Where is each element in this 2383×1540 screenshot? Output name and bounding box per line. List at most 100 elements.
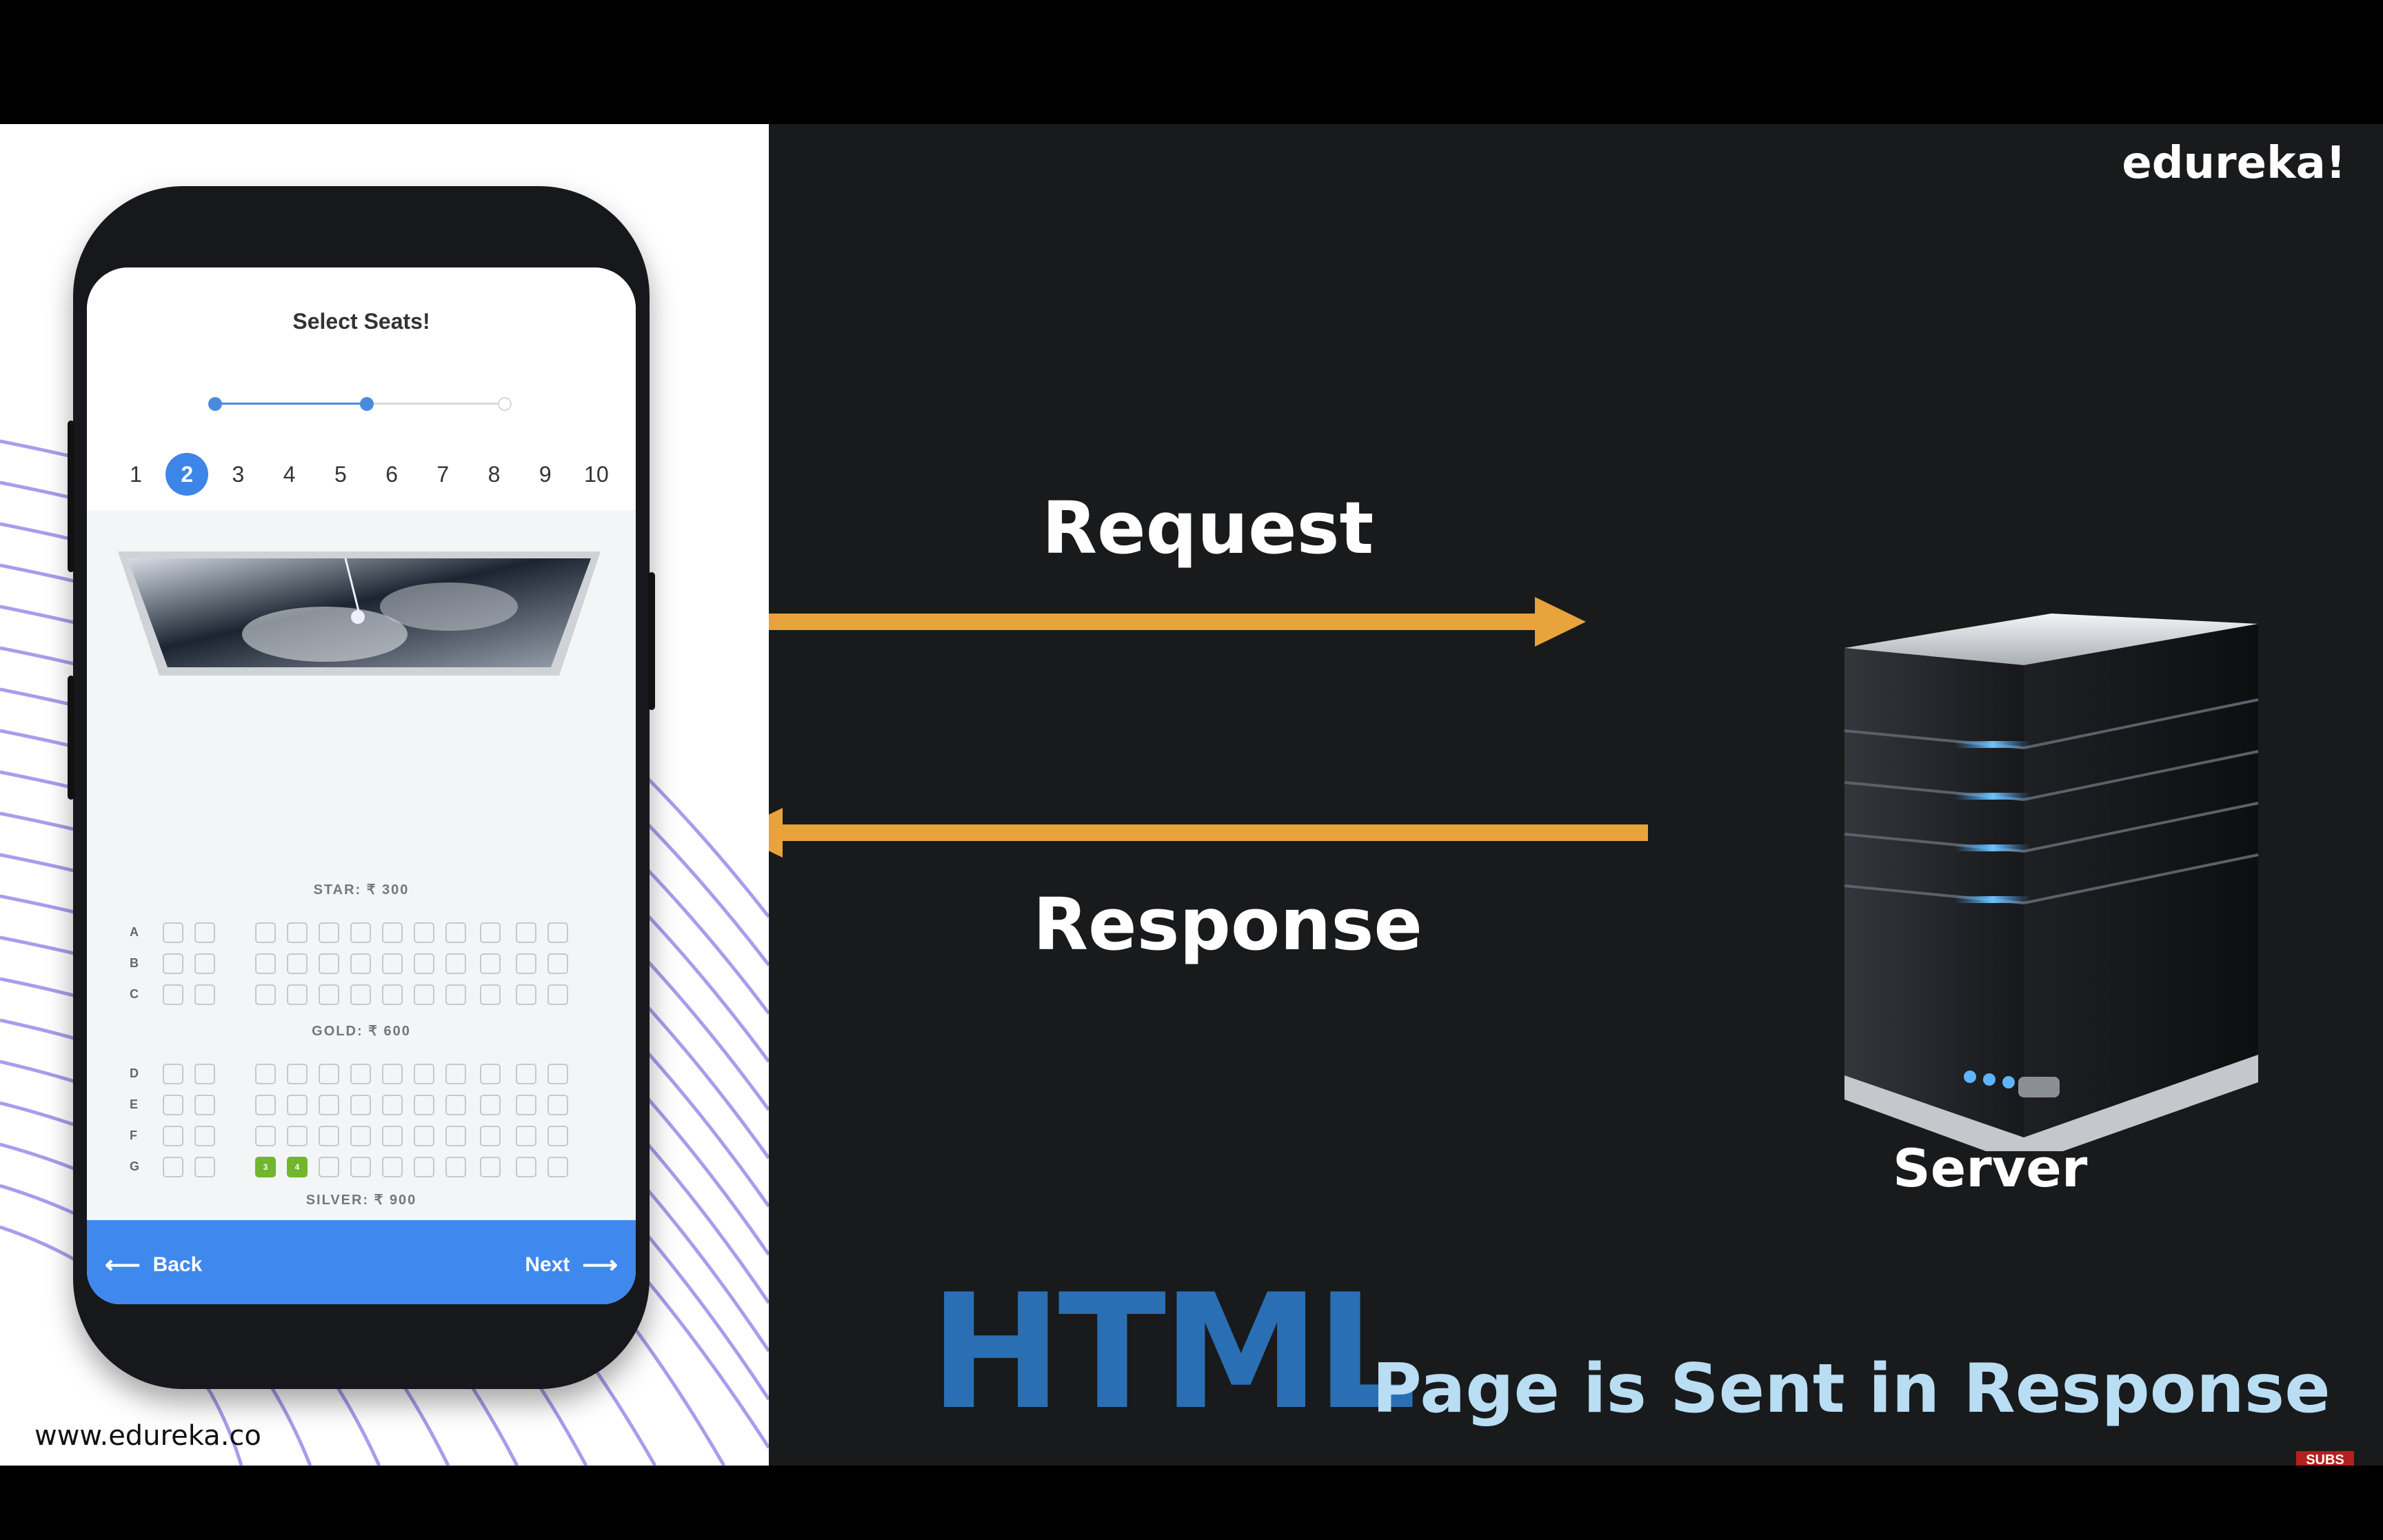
seat[interactable] — [414, 1126, 434, 1146]
seat[interactable] — [287, 1126, 308, 1146]
seat[interactable] — [255, 1126, 276, 1146]
seat[interactable] — [319, 922, 339, 943]
seat[interactable] — [414, 984, 434, 1005]
seat[interactable] — [194, 1157, 215, 1177]
seat[interactable] — [350, 953, 371, 974]
seat[interactable] — [319, 1126, 339, 1146]
seat[interactable] — [445, 1157, 466, 1177]
website-url: www.edureka.co — [34, 1420, 261, 1452]
seat[interactable] — [480, 1157, 501, 1177]
seat[interactable] — [414, 922, 434, 943]
seat[interactable] — [382, 984, 403, 1005]
seat[interactable] — [414, 1064, 434, 1084]
seat[interactable] — [382, 1064, 403, 1084]
seat[interactable] — [255, 1095, 276, 1115]
seat[interactable] — [319, 984, 339, 1005]
seat[interactable] — [382, 922, 403, 943]
seat[interactable] — [194, 922, 215, 943]
seat[interactable] — [194, 1064, 215, 1084]
seat[interactable] — [287, 922, 308, 943]
seat[interactable] — [445, 984, 466, 1005]
seat[interactable] — [516, 1157, 536, 1177]
seat[interactable] — [350, 1064, 371, 1084]
seat[interactable] — [516, 984, 536, 1005]
seat[interactable] — [319, 1157, 339, 1177]
seat[interactable] — [287, 1095, 308, 1115]
seat[interactable] — [255, 922, 276, 943]
seat[interactable] — [255, 953, 276, 974]
seat[interactable] — [255, 984, 276, 1005]
seat[interactable] — [516, 922, 536, 943]
seat[interactable] — [382, 1157, 403, 1177]
seat[interactable] — [480, 953, 501, 974]
ticket-count-option[interactable]: 9 — [539, 462, 552, 487]
seat[interactable] — [194, 953, 215, 974]
seat[interactable] — [382, 1126, 403, 1146]
request-arrow — [769, 597, 1586, 647]
seat[interactable] — [414, 953, 434, 974]
ticket-count-option[interactable]: 10 — [584, 462, 609, 487]
seat[interactable] — [287, 984, 308, 1005]
seat[interactable] — [445, 922, 466, 943]
seat[interactable] — [547, 1095, 568, 1115]
subscribe-badge[interactable]: SUBS CRIBE — [2296, 1451, 2354, 1466]
seat-selected[interactable]: 3 — [255, 1157, 276, 1177]
seat-selected[interactable]: 4 — [287, 1157, 308, 1177]
seat[interactable] — [194, 984, 215, 1005]
seat[interactable] — [516, 1064, 536, 1084]
seat[interactable] — [547, 922, 568, 943]
seat[interactable] — [163, 984, 183, 1005]
seat[interactable] — [350, 1126, 371, 1146]
ticket-count-option[interactable]: 3 — [232, 462, 245, 487]
seat[interactable] — [516, 1126, 536, 1146]
seat[interactable] — [163, 1157, 183, 1177]
seat[interactable] — [480, 922, 501, 943]
seat[interactable] — [350, 1157, 371, 1177]
back-button[interactable]: ⟵ Back — [105, 1250, 202, 1279]
seat[interactable] — [445, 953, 466, 974]
seat[interactable] — [547, 984, 568, 1005]
ticket-count-option[interactable]: 5 — [334, 462, 347, 487]
seat[interactable] — [163, 922, 183, 943]
seat[interactable] — [163, 1126, 183, 1146]
ticket-count-option[interactable]: 6 — [385, 462, 398, 487]
ticket-count-option[interactable]: 4 — [283, 462, 296, 487]
seat[interactable] — [480, 1095, 501, 1115]
seat[interactable] — [445, 1064, 466, 1084]
seat[interactable] — [163, 953, 183, 974]
ticket-count-option[interactable]: 7 — [436, 462, 450, 487]
seat[interactable] — [194, 1095, 215, 1115]
seat[interactable] — [547, 1157, 568, 1177]
seat[interactable] — [350, 922, 371, 943]
seat[interactable] — [287, 953, 308, 974]
seat[interactable] — [547, 953, 568, 974]
seat[interactable] — [194, 1126, 215, 1146]
seat[interactable] — [382, 953, 403, 974]
seat[interactable] — [414, 1157, 434, 1177]
seat[interactable] — [163, 1095, 183, 1115]
seat[interactable] — [445, 1095, 466, 1115]
ticket-count-option[interactable]: 8 — [487, 462, 501, 487]
seat[interactable] — [445, 1126, 466, 1146]
seat[interactable] — [414, 1095, 434, 1115]
ticket-count-option[interactable]: 2 — [165, 453, 209, 496]
seat[interactable] — [319, 1095, 339, 1115]
seat[interactable] — [350, 1095, 371, 1115]
ticket-count-option[interactable]: 1 — [130, 462, 142, 487]
seat[interactable] — [163, 1064, 183, 1084]
seat[interactable] — [516, 1095, 536, 1115]
seat[interactable] — [255, 1064, 276, 1084]
seat[interactable] — [480, 984, 501, 1005]
seat[interactable] — [319, 1064, 339, 1084]
row-label: A — [130, 925, 139, 939]
seat[interactable] — [480, 1126, 501, 1146]
seat[interactable] — [319, 953, 339, 974]
seat[interactable] — [350, 984, 371, 1005]
seat[interactable] — [516, 953, 536, 974]
seat[interactable] — [287, 1064, 308, 1084]
next-button[interactable]: Next ⟶ — [525, 1250, 618, 1279]
seat[interactable] — [547, 1126, 568, 1146]
seat[interactable] — [382, 1095, 403, 1115]
seat[interactable] — [480, 1064, 501, 1084]
seat[interactable] — [547, 1064, 568, 1084]
